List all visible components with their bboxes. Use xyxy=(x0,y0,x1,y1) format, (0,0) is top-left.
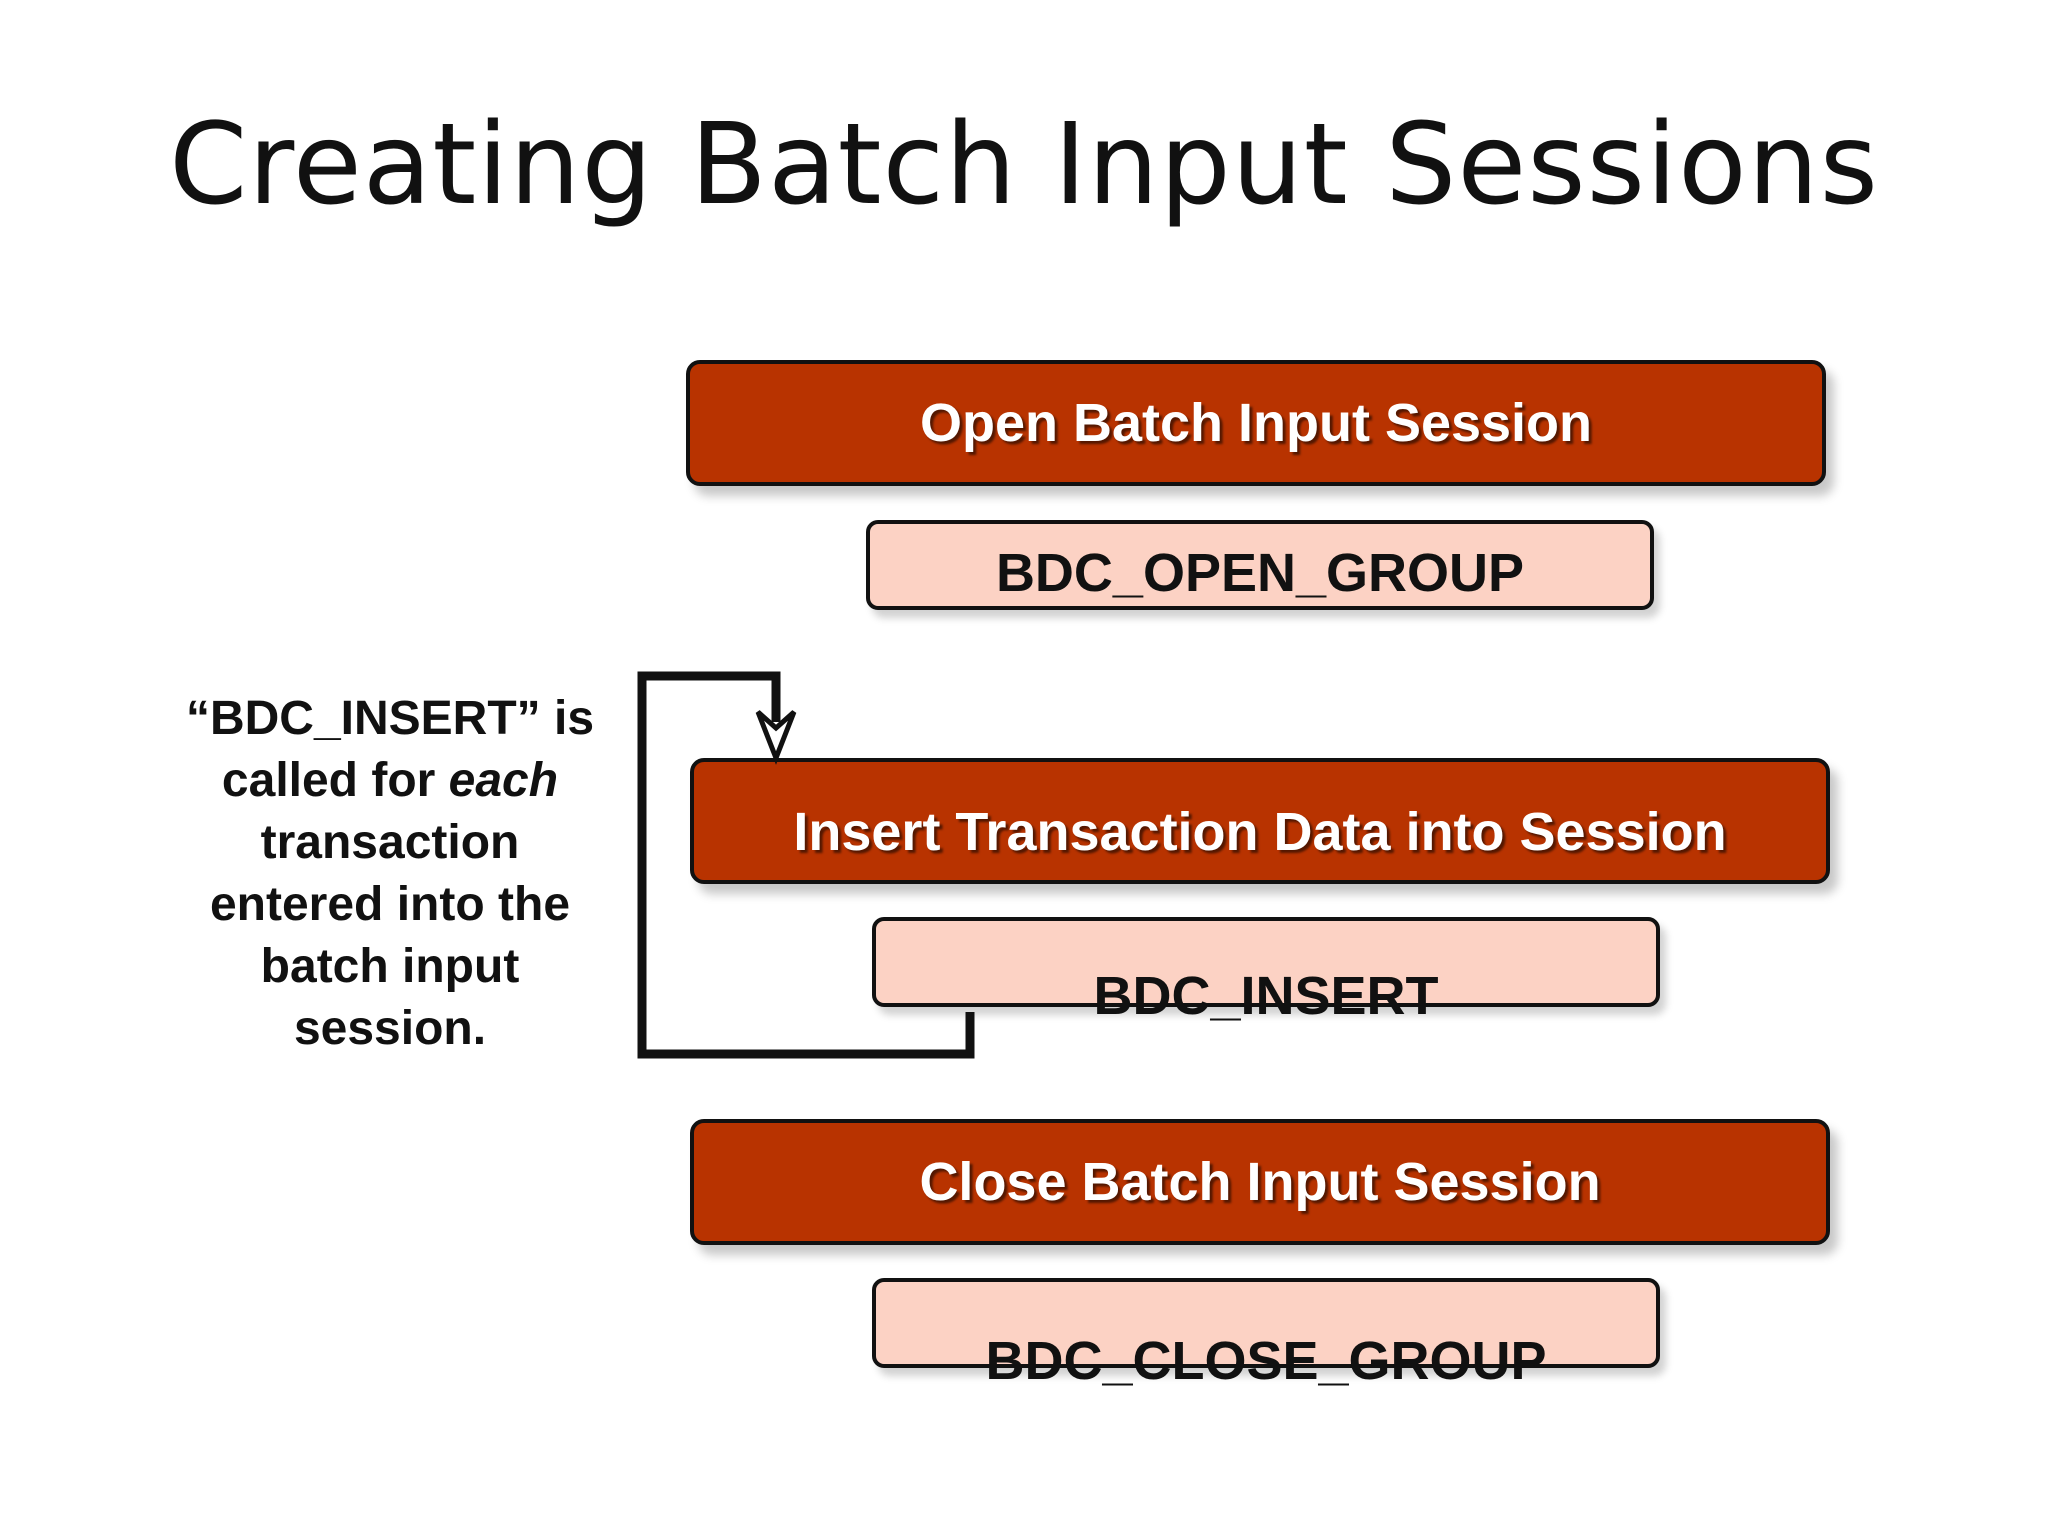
note-line-2-emphasis: each xyxy=(448,754,559,807)
loop-arrow-line xyxy=(637,671,975,1059)
step-close-session-label: Close Batch Input Session xyxy=(919,1152,1601,1212)
note-line-5: batch input xyxy=(260,940,520,993)
loop-arrow-head xyxy=(755,710,797,765)
note-line-2: called for each xyxy=(150,750,630,812)
note-line-2-text: called for xyxy=(221,754,449,807)
function-box-open-group: BDC_OPEN_GROUP xyxy=(866,520,1654,610)
function-insert-label: BDC_INSERT xyxy=(1093,966,1439,1026)
step-open-session: Open Batch Input Session xyxy=(686,360,1826,486)
function-box-close-group: BDC_CLOSE_GROUP xyxy=(872,1278,1660,1391)
note-line-4: entered into the xyxy=(209,878,571,931)
step-close-session: Close Batch Input Session xyxy=(690,1119,1830,1245)
step-insert-data-label: Insert Transaction Data into Session xyxy=(793,802,1727,862)
slide-title: Creating Batch Input Sessions xyxy=(169,100,1879,230)
note-line-3: transaction xyxy=(260,816,520,869)
note-line-1: “BDC_INSERT” is xyxy=(185,692,595,745)
function-open-group-label: BDC_OPEN_GROUP xyxy=(995,543,1525,603)
loop-note: “BDC_INSERT” is called for each transact… xyxy=(150,688,630,1060)
step-insert-data: Insert Transaction Data into Session xyxy=(690,758,1830,884)
function-box-insert: BDC_INSERT xyxy=(872,917,1660,1026)
note-line-6: session. xyxy=(293,1002,487,1055)
step-open-session-label: Open Batch Input Session xyxy=(919,393,1593,453)
function-close-group-label: BDC_CLOSE_GROUP xyxy=(985,1331,1547,1391)
